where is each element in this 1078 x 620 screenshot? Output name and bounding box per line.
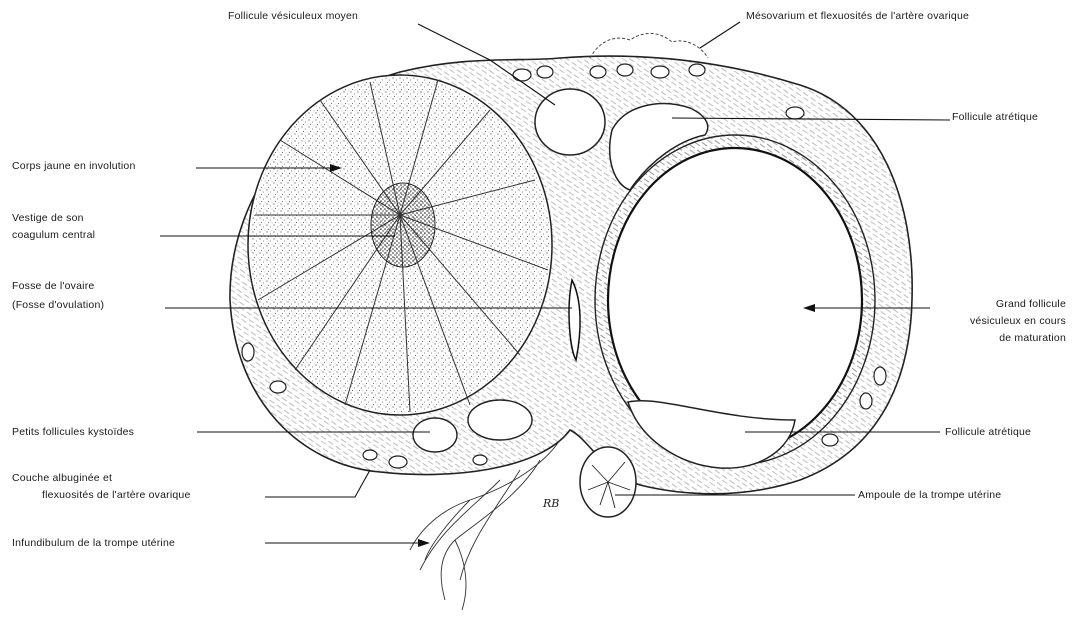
label-grand-follicule-1: Grand follicule (996, 298, 1066, 311)
label-follicule-vesiculeux-moyen: Follicule vésiculeux moyen (228, 10, 358, 23)
petit-follicule-1 (413, 418, 457, 452)
coagulum-central (371, 183, 435, 267)
label-infundibulum: Infundibulum de la trompe utérine (12, 537, 175, 550)
label-fosse-2: (Fosse d'ovulation) (12, 299, 104, 312)
label-mesovarium: Mésovarium et flexuosités de l'artère ov… (746, 10, 969, 23)
label-vestige-1: Vestige de son (12, 212, 84, 225)
label-grand-follicule-2: vésiculeux en cours (970, 315, 1066, 328)
label-follicule-atretique-bas: Follicule atrétique (945, 426, 1031, 439)
label-corps-jaune: Corps jaune en involution (12, 160, 136, 173)
petit-follicule-2 (468, 400, 532, 440)
label-grand-follicule-3: de maturation (999, 332, 1066, 345)
artist-signature: RB (543, 497, 559, 510)
label-follicule-atretique-haut: Follicule atrétique (952, 111, 1038, 124)
label-couche-2: flexuosités de l'artère ovarique (42, 489, 190, 502)
label-fosse-1: Fosse de l'ovaire (12, 280, 94, 293)
label-vestige-2: coagulum central (12, 229, 95, 242)
label-couche-1: Couche albuginée et (12, 472, 112, 485)
label-ampoule: Ampoule de la trompe utérine (858, 489, 1001, 502)
mesovarium (590, 33, 708, 58)
label-petits-follicules: Petits follicules kystoïdes (12, 426, 134, 439)
